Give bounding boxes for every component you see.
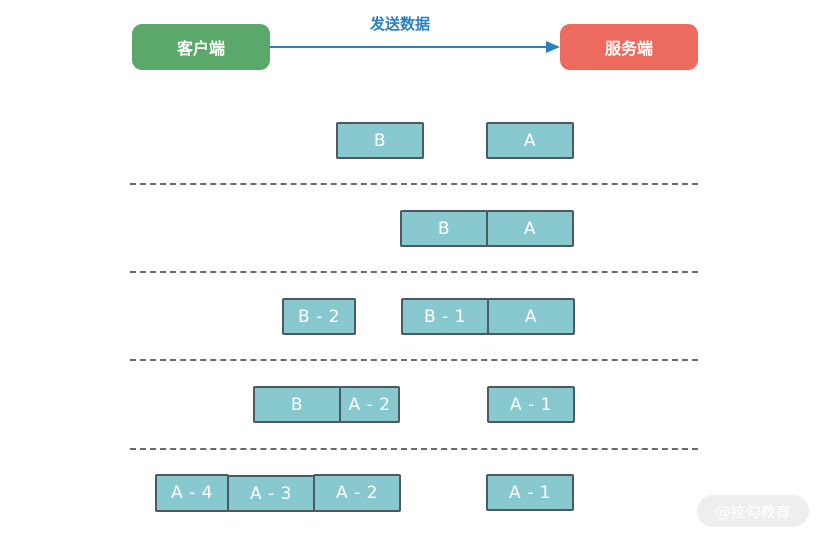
send-data-label: 发送数据 — [369, 15, 430, 33]
packet-b: B — [336, 122, 424, 159]
packet-a-2: A - 2 — [313, 474, 401, 512]
packet-a: A — [487, 298, 575, 335]
packet-b: B — [400, 210, 488, 247]
packet-a-2: A - 2 — [339, 386, 400, 423]
packet-a-1: A - 1 — [487, 386, 575, 423]
send-arrow — [270, 41, 560, 53]
packet-b-1: B - 1 — [401, 298, 489, 335]
client-node: 客户端 — [132, 24, 270, 70]
packet-b-2: B - 2 — [282, 298, 356, 335]
client-label: 客户端 — [176, 39, 225, 58]
packet-a-4: A - 4 — [155, 474, 229, 512]
row-divider — [130, 448, 698, 450]
packet-a-3: A - 3 — [227, 475, 315, 512]
row-divider — [130, 359, 698, 361]
server-label: 服务端 — [604, 39, 653, 58]
row-divider — [130, 271, 698, 273]
packet-a: A — [486, 210, 574, 247]
server-node: 服务端 — [560, 24, 698, 70]
packet-a: A — [486, 122, 574, 159]
watermark: @拉勾教育 — [697, 495, 809, 527]
packet-b: B — [253, 386, 341, 423]
row-divider — [130, 183, 698, 185]
packet-a-1: A - 1 — [486, 474, 574, 511]
